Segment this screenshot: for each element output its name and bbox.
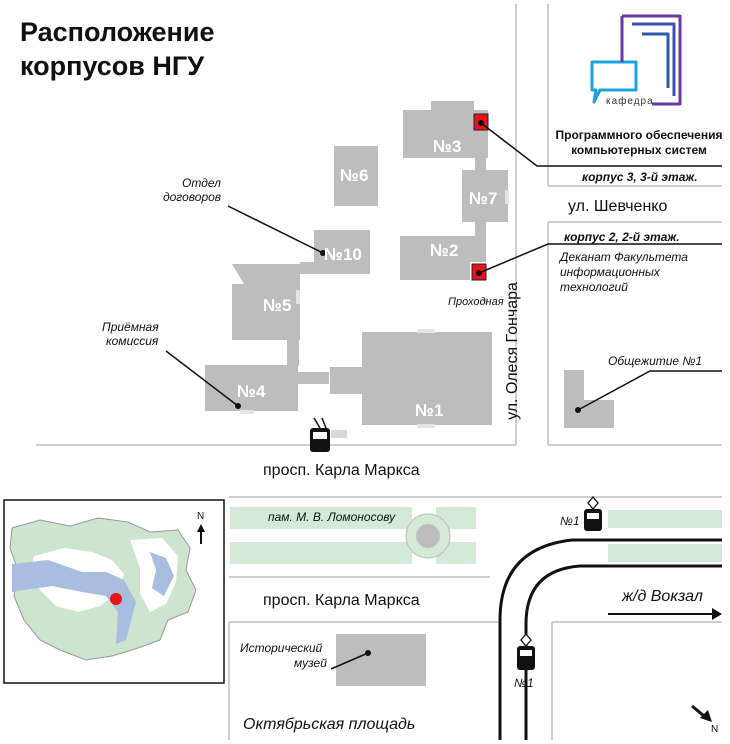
street-shevchenko: ул. Шевченко — [568, 198, 668, 215]
railway — [498, 538, 722, 740]
street-karla-marksa-bottom: просп. Карла Маркса — [263, 592, 420, 609]
building-7-label: №7 — [469, 189, 498, 208]
roundabout — [405, 513, 451, 559]
callout-museum-2: музей — [294, 656, 327, 670]
callout-dekanat-2: информационных — [560, 265, 660, 279]
logo-caption-small: кафедра — [606, 96, 654, 107]
page-title-line2: корпусов НГУ — [20, 51, 205, 81]
callout-dekanat-3: технологий — [560, 280, 628, 294]
building-1-label: №1 — [415, 401, 444, 420]
building-4-label: №4 — [237, 382, 266, 401]
leader-dots — [235, 120, 581, 656]
corner-north-arrow — [691, 704, 712, 722]
callout-prokhodnaya: Проходная — [448, 296, 504, 308]
building-10-label: №10 — [324, 245, 362, 264]
inset-city-map — [3, 499, 225, 684]
label-vokzal: ж/д Вокзал — [622, 588, 703, 605]
trolleybus-icon — [310, 417, 347, 452]
callout-korpus3: корпус 3, 3-й этаж. — [582, 170, 698, 184]
tram-route-label-right: №1 — [560, 514, 580, 528]
callout-otdel-1: Отдел — [182, 176, 221, 190]
callout-otdel-2: договоров — [163, 190, 222, 204]
department-logo — [590, 14, 682, 106]
building-3-label: №3 — [433, 137, 462, 156]
vokzal-arrow — [608, 608, 722, 620]
corner-north-label: N — [711, 724, 719, 735]
building-2-label: №2 — [430, 241, 459, 260]
tram-route-label-bottom: №1 — [514, 676, 534, 690]
tram-icon-right — [584, 495, 602, 531]
callout-korpus2: корпус 2, 2-й этаж. — [564, 230, 680, 244]
callout-priemnaya-2: комиссия — [106, 334, 159, 348]
page-title-line1: Расположение — [20, 17, 215, 47]
building-5-label: №5 — [263, 296, 292, 315]
street-karla-marksa-top: просп. Карла Маркса — [263, 462, 420, 479]
callout-museum-1: Исторический — [240, 641, 323, 655]
buildings — [205, 101, 614, 686]
inset-north-label: N — [197, 511, 205, 522]
logo-line2: компьютерных систем — [571, 143, 707, 157]
leader-lines — [165, 122, 722, 670]
street-goncharova: ул. Олеся Гончара — [503, 282, 521, 420]
door-marks — [240, 190, 509, 428]
logo-line1: Программного обеспечения — [555, 128, 723, 142]
callout-dekanat-1: Деканат Факультета — [560, 250, 688, 264]
label-oktyabrskaya: Октябрьская площадь — [243, 716, 416, 733]
label-lomonosov: пам. М. В. Ломоносову — [268, 510, 396, 524]
callout-obshchezhitie: Общежитие №1 — [608, 354, 703, 368]
road-lines — [36, 4, 722, 740]
green-strips — [230, 507, 722, 564]
tram-icon-bottom — [517, 632, 535, 670]
callout-priemnaya-1: Приёмная — [102, 320, 159, 334]
building-6-label: №6 — [340, 166, 369, 185]
